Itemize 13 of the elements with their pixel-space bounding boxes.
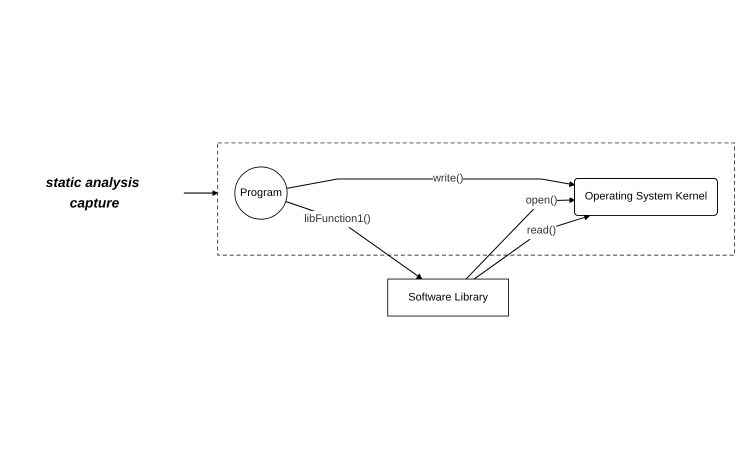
- node-text: static analysis capture: [46, 175, 140, 211]
- edge-label: write(): [432, 172, 464, 184]
- edge-label: open(): [526, 194, 558, 206]
- edge-label: read(): [526, 224, 556, 236]
- node-box: Software Library: [387, 278, 509, 316]
- arrow: [286, 201, 422, 280]
- edge-label: libFunction1(): [304, 212, 371, 225]
- arrow: [474, 214, 590, 280]
- node-circle: Program: [234, 166, 288, 220]
- cluster: [217, 142, 735, 256]
- arrow: [466, 197, 576, 280]
- arrow: [184, 190, 218, 196]
- arrow: [286, 178, 576, 189]
